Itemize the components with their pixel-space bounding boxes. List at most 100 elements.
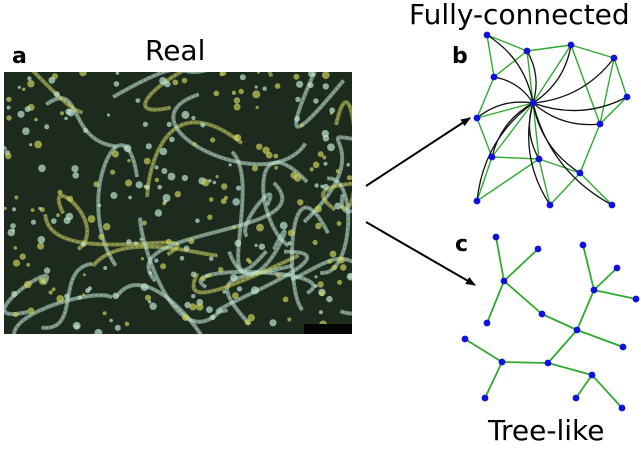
photo-cell <box>232 292 239 300</box>
tree-edge <box>593 289 637 300</box>
photo-cell <box>329 250 337 258</box>
photo-cell <box>312 161 320 169</box>
photo-cell <box>98 233 105 240</box>
photo-bottom-shadow <box>304 324 352 334</box>
photo-cell <box>13 246 18 250</box>
photo-strand <box>244 193 271 237</box>
photo-cell <box>10 223 16 229</box>
photo-cell <box>287 317 292 322</box>
photo-strand <box>146 181 285 283</box>
photo-cell <box>228 163 232 167</box>
photo-strand <box>45 96 117 149</box>
photo-cell <box>135 98 141 103</box>
photo-cell <box>147 300 152 304</box>
photo-cell <box>295 96 301 103</box>
photo-cell <box>322 83 329 90</box>
grid-edge <box>526 44 572 52</box>
photo-cell <box>251 165 259 172</box>
photo-cell <box>188 238 195 245</box>
photo-cell <box>200 276 206 282</box>
tree-node <box>500 277 508 285</box>
grid-edge <box>491 102 534 158</box>
photo-cell <box>159 147 168 156</box>
photo-cell <box>315 222 322 230</box>
photo-cell <box>183 245 190 252</box>
hub-edge <box>493 76 534 104</box>
photo-cell <box>17 85 21 89</box>
photo-cell <box>65 108 72 115</box>
photo-strand <box>227 229 287 277</box>
tree-node <box>544 359 552 367</box>
photo-cell <box>81 241 87 247</box>
photo-cell <box>308 72 315 78</box>
photo-cell <box>231 90 237 95</box>
tree-edge <box>593 267 618 291</box>
photo-strand <box>12 293 114 334</box>
grid-edge <box>570 44 615 59</box>
photo-cell <box>112 292 119 299</box>
photo-cell <box>12 207 17 212</box>
photo-cell <box>144 294 152 301</box>
photo-cell <box>123 144 132 153</box>
photo-cell <box>19 253 26 260</box>
grid-edge <box>476 117 493 158</box>
photo-cell <box>111 150 119 158</box>
grid-edge <box>579 123 601 174</box>
photo-cell <box>195 218 200 224</box>
tree-node <box>613 264 621 272</box>
photo-cell <box>12 259 21 267</box>
photo-cell <box>236 185 241 191</box>
photo-cell <box>7 228 16 237</box>
photo-cell <box>22 87 26 91</box>
photo-cell <box>44 124 50 130</box>
photo-strand <box>321 181 352 212</box>
network-node <box>473 197 481 205</box>
photo-strand <box>56 193 90 251</box>
tree-edge <box>541 313 578 331</box>
photo-cell <box>83 128 88 133</box>
photo-cell <box>336 221 342 226</box>
photo-cell <box>296 80 304 88</box>
photo-cell <box>258 243 266 250</box>
photo-cell <box>113 81 120 87</box>
grid-edge <box>476 156 493 202</box>
photo-cell <box>110 169 116 175</box>
photo-cell <box>34 117 38 122</box>
photo-strand <box>303 136 352 223</box>
photo-cell <box>126 239 132 245</box>
photo-cell <box>135 181 143 189</box>
photo-cell <box>314 205 322 213</box>
tree-node <box>481 394 489 402</box>
photo-cell <box>148 271 153 275</box>
tree-edge <box>501 361 549 364</box>
photo-cell <box>189 303 197 311</box>
photo-cell <box>60 111 64 116</box>
photo-cell <box>208 197 214 202</box>
photo-cell <box>294 116 300 122</box>
hub-edge <box>532 102 601 126</box>
tree-edge <box>464 338 503 363</box>
photo-strand <box>144 72 272 111</box>
photo-cell <box>5 152 12 160</box>
photo-cell <box>30 219 37 225</box>
photo-strand <box>200 271 314 294</box>
photo-strand <box>41 261 93 330</box>
photo-cell <box>232 198 240 206</box>
tree-node <box>618 404 626 412</box>
photo-cell <box>313 284 318 288</box>
hub-edge <box>491 102 534 158</box>
photo-cell <box>93 181 100 188</box>
photo-strand <box>4 275 48 315</box>
tree-node <box>534 245 542 253</box>
photo-cell <box>209 314 216 321</box>
grid-edge <box>476 76 495 119</box>
photo-cell <box>234 239 242 247</box>
photo-strand <box>302 135 352 224</box>
photo-cell <box>181 174 188 182</box>
photo-cell <box>233 97 241 104</box>
photo-cell <box>71 165 79 173</box>
photo-cell <box>154 165 159 170</box>
photo-strand <box>116 284 202 334</box>
photo-cell <box>191 115 196 121</box>
hub-edge <box>532 102 613 206</box>
